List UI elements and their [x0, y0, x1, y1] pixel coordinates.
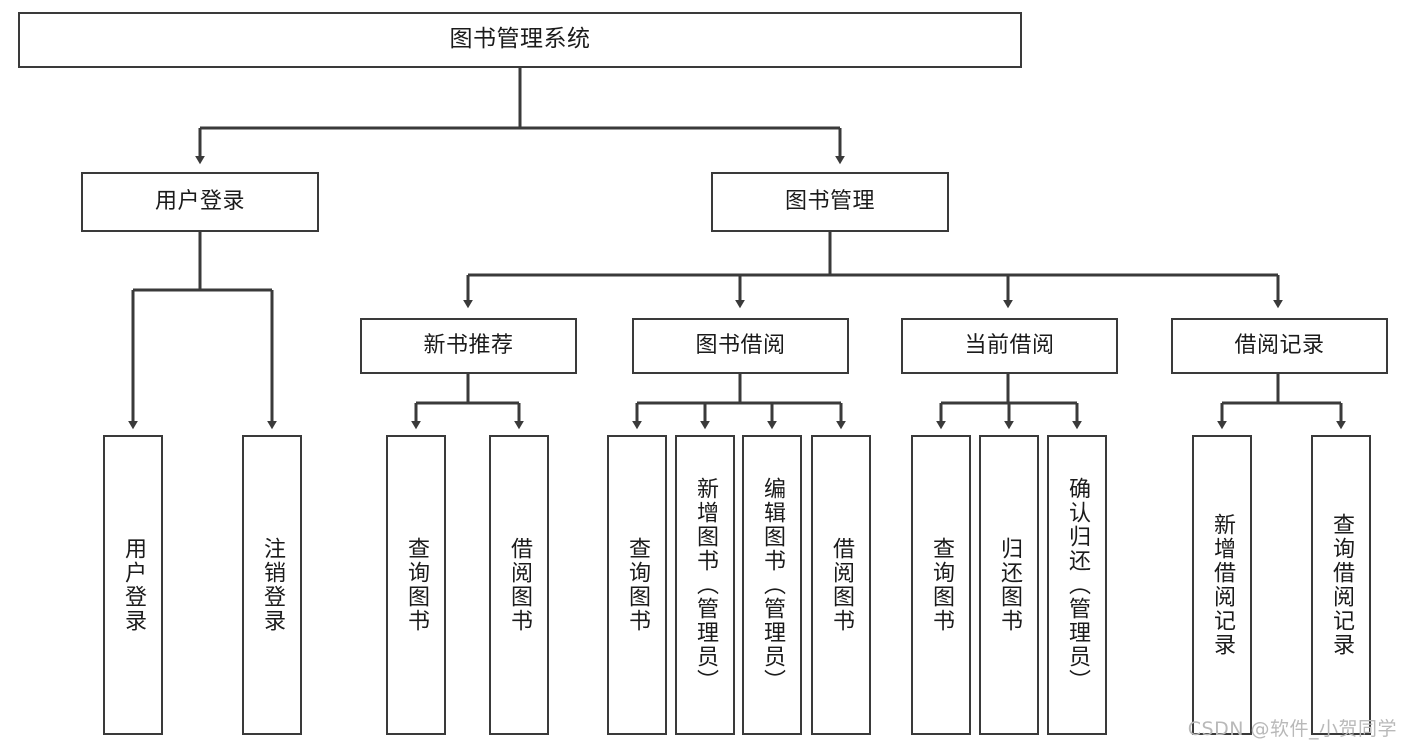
leaf-query-borrow-record[interactable]: 查询借阅记录	[1311, 435, 1371, 735]
leaf-borrow-book[interactable]: 借阅图书	[811, 435, 871, 735]
node-label: 借阅图书	[828, 537, 854, 633]
node-label: 图书借阅	[695, 333, 786, 359]
watermark: CSDN @软件_小贺同学	[1187, 718, 1397, 740]
node-book-borrow[interactable]: 图书借阅	[632, 318, 849, 374]
node-label: 查询借阅记录	[1328, 513, 1354, 657]
node-new-book-recommend[interactable]: 新书推荐	[360, 318, 577, 374]
node-label: 借阅记录	[1234, 333, 1325, 359]
node-user-login[interactable]: 用户登录	[81, 172, 319, 232]
node-label: 归还图书	[996, 537, 1022, 633]
node-label: 图书管理系统	[449, 26, 591, 53]
leaf-query-book-current[interactable]: 查询图书	[911, 435, 971, 735]
node-label: 查询图书	[403, 537, 429, 633]
node-label: 新书推荐	[423, 333, 514, 359]
node-label: 新增借阅记录	[1209, 513, 1235, 657]
leaf-borrow-book-recommend[interactable]: 借阅图书	[489, 435, 549, 735]
leaf-query-book-recommend[interactable]: 查询图书	[386, 435, 446, 735]
leaf-add-book-admin[interactable]: 新增图书（管理员）	[675, 435, 735, 735]
node-current-borrow[interactable]: 当前借阅	[901, 318, 1118, 374]
leaf-return-book[interactable]: 归还图书	[979, 435, 1039, 735]
leaf-confirm-return-admin[interactable]: 确认归还（管理员）	[1047, 435, 1107, 735]
leaf-add-borrow-record[interactable]: 新增借阅记录	[1192, 435, 1252, 735]
node-label: 当前借阅	[964, 333, 1055, 359]
node-label: 查询图书	[624, 537, 650, 633]
node-label: 注销登录	[259, 537, 285, 633]
node-label: 查询图书	[928, 537, 954, 633]
leaf-user-login[interactable]: 用户登录	[103, 435, 163, 735]
leaf-logout[interactable]: 注销登录	[242, 435, 302, 735]
node-label: 新增图书（管理员）	[692, 477, 718, 693]
node-label: 编辑图书（管理员）	[759, 477, 785, 693]
node-book-management[interactable]: 图书管理	[711, 172, 949, 232]
node-label: 借阅图书	[506, 537, 532, 633]
node-label: 确认归还（管理员）	[1064, 477, 1090, 693]
node-root-system[interactable]: 图书管理系统	[18, 12, 1022, 68]
node-borrow-record[interactable]: 借阅记录	[1171, 318, 1388, 374]
node-label: 用户登录	[154, 189, 245, 215]
node-label: 图书管理	[784, 189, 875, 215]
leaf-edit-book-admin[interactable]: 编辑图书（管理员）	[742, 435, 802, 735]
leaf-query-book-borrow[interactable]: 查询图书	[607, 435, 667, 735]
node-label: 用户登录	[120, 537, 146, 633]
